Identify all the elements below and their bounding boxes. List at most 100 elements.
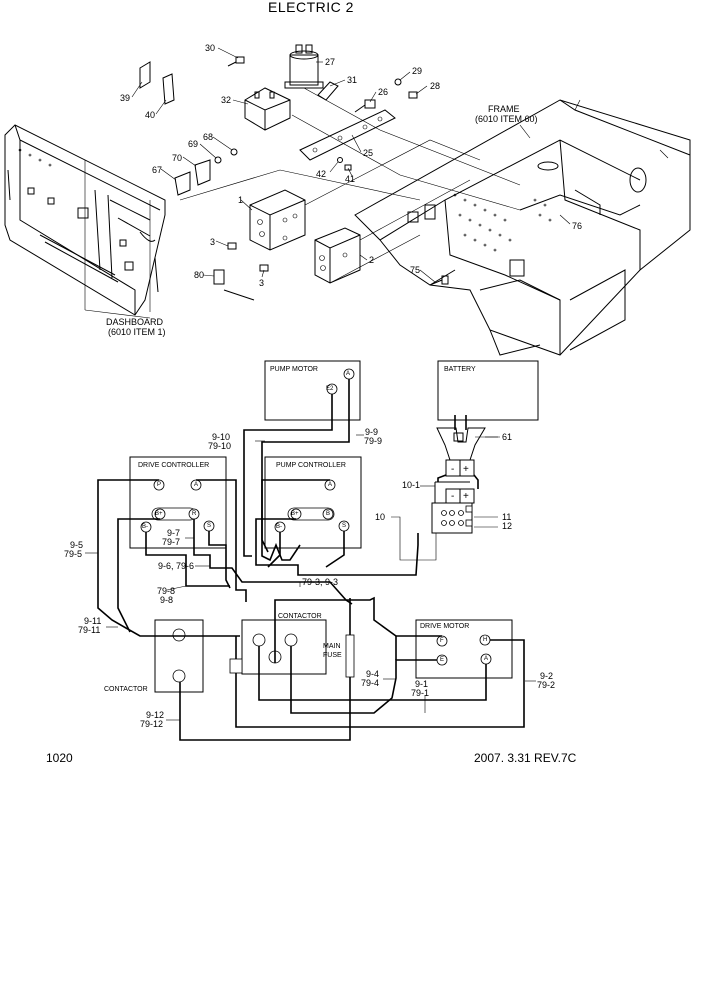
drive-controller-box xyxy=(129,456,227,549)
dc-terminal-bplus: B+ xyxy=(155,511,163,517)
wire-label: 9-7 xyxy=(167,528,181,538)
part-number: 42 xyxy=(316,169,327,179)
wire-label: 79-7 xyxy=(162,537,181,547)
dm-terminal-f: F xyxy=(440,638,444,644)
part-number: 75 xyxy=(410,265,421,275)
relay-32-illustration xyxy=(244,87,291,131)
wire-label: 9-12 xyxy=(146,710,165,720)
part-number: 29 xyxy=(412,66,423,76)
part-number: 32 xyxy=(221,95,232,105)
main-fuse-label-1: MAIN xyxy=(323,643,341,650)
wire-label: 79-1 xyxy=(411,688,430,698)
pump-motor-terminal-e2: E2 xyxy=(326,386,334,392)
wire-label: 79-9 xyxy=(364,436,383,446)
battery-box xyxy=(437,360,539,421)
part-number: 70 xyxy=(172,153,183,163)
contactor-center-label: CONTACTOR xyxy=(278,613,322,620)
wire-label: 79-5 xyxy=(64,549,83,559)
pc-terminal-s: S xyxy=(342,523,347,529)
part-number: 39 xyxy=(120,93,131,103)
revision-date: 2007. 3.31 REV.7C xyxy=(474,751,577,765)
part-number: 3 xyxy=(259,278,265,288)
wire-label: 9-5 xyxy=(70,540,84,550)
wire-label-leaders xyxy=(85,434,536,721)
frame-label-1: FRAME xyxy=(488,104,520,114)
pump-motor-box xyxy=(264,360,361,421)
wire-label: 10-1 xyxy=(402,480,421,490)
wire-label: 9-4 xyxy=(366,669,380,679)
pump-controller-label: PUMP CONTROLLER xyxy=(276,462,346,469)
part-number: 69 xyxy=(188,139,199,149)
pump-motor-terminal-a: A xyxy=(346,371,351,377)
frame-holes xyxy=(453,193,552,252)
wire-label: 79-4 xyxy=(361,678,380,688)
battery-minus: - xyxy=(451,464,455,475)
frame-illustration xyxy=(354,99,691,356)
wire-label: 9-9 xyxy=(365,427,379,437)
connector-plus: + xyxy=(463,491,469,502)
main-fuse-label-2: FUSE xyxy=(323,652,342,659)
page-number: 1020 xyxy=(46,751,73,765)
wire-label: 79-10 xyxy=(208,441,232,451)
dc-terminal-r: R xyxy=(192,511,197,517)
contactor-left-box xyxy=(154,619,204,693)
wire-label: 79-3, 9-3 xyxy=(302,577,339,587)
part-number: 41 xyxy=(345,174,356,184)
pc-terminal-a: A xyxy=(328,482,333,488)
dashboard-label-2: (6010 ITEM 1) xyxy=(108,327,166,337)
part-number: 67 xyxy=(152,165,163,175)
wire-label: 9-11 xyxy=(84,616,102,626)
dashboard-label-1: DASHBOARD xyxy=(106,317,164,327)
wire-label: 12 xyxy=(502,521,513,531)
wire-label: 61 xyxy=(502,432,513,442)
wire-label: 9-2 xyxy=(540,671,554,681)
dc-terminal-bminus: B- xyxy=(142,524,148,530)
part-number: 3 xyxy=(210,237,216,247)
part-number: 1 xyxy=(238,195,244,205)
contactor-2-illustration xyxy=(314,227,361,284)
connector-minus: - xyxy=(451,491,455,502)
wire-label: 9-10 xyxy=(212,432,231,442)
dc-terminal-s: S xyxy=(207,523,212,529)
contactor-1-illustration xyxy=(249,189,306,251)
part-number: 76 xyxy=(572,221,583,231)
wire-label: 79-12 xyxy=(140,719,164,729)
pump-motor-label: PUMP MOTOR xyxy=(270,366,318,373)
wire-label: 9-1 xyxy=(415,679,429,689)
part-number: 27 xyxy=(325,57,336,67)
part-number: 68 xyxy=(203,132,214,142)
drive-motor-label: DRIVE MOTOR xyxy=(420,623,470,630)
bracket-25-illustration xyxy=(299,109,396,161)
part-number: 40 xyxy=(145,110,156,120)
wire-label: 9-8 xyxy=(160,595,174,605)
part-number: 80 xyxy=(194,270,205,280)
wire-runs xyxy=(97,379,525,741)
dm-terminal-h: H xyxy=(483,637,488,643)
frame-label-2: (6010 ITEM 60) xyxy=(475,114,538,124)
drive-motor-box xyxy=(415,619,513,679)
battery-plus: + xyxy=(463,464,469,475)
pc-terminal-bplus: B+ xyxy=(291,511,299,517)
pc-terminal-bminus: B- xyxy=(276,524,282,530)
dm-terminal-a: A xyxy=(484,656,489,662)
leader-lines xyxy=(131,47,571,284)
contactor-left-label: CONTACTOR xyxy=(104,686,148,693)
drive-controller-label: DRIVE CONTROLLER xyxy=(138,462,210,469)
contactor-center-box xyxy=(241,619,327,675)
dc-terminal-a: A xyxy=(194,482,199,488)
part-number: 30 xyxy=(205,43,216,53)
part-number: 25 xyxy=(363,148,374,158)
dc-terminal-p: P xyxy=(157,482,162,488)
wire-label: 79-11 xyxy=(78,625,101,635)
dashboard-illustration xyxy=(4,124,166,319)
wire-label: 79-8 xyxy=(157,586,176,596)
pump-controller-box xyxy=(264,456,362,549)
battery-label: BATTERY xyxy=(444,366,476,373)
wire-label: 9-6, 79-6 xyxy=(158,561,195,571)
wire-label: 10 xyxy=(375,512,386,522)
part-number: 31 xyxy=(347,75,358,85)
page-title: ELECTRIC 2 xyxy=(268,0,354,15)
